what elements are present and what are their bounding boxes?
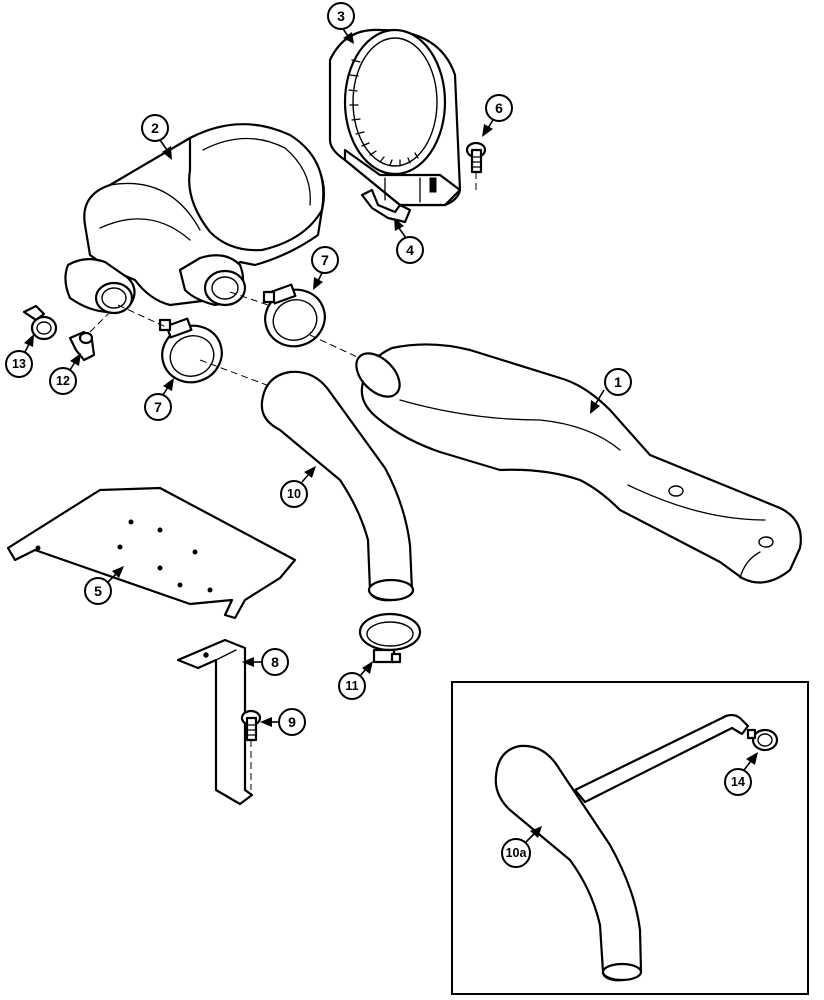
mounting-band-clamp <box>328 28 462 207</box>
callout-label: 7 <box>154 399 162 415</box>
elbow-fitting-12 <box>68 330 96 362</box>
callout-5: 5 <box>84 566 124 605</box>
callout-6: 6 <box>482 94 513 137</box>
callout-label: 10 <box>287 487 301 501</box>
intake-tube <box>355 343 802 584</box>
callout-label: 11 <box>345 679 358 693</box>
air-cleaner-housing <box>64 123 326 315</box>
inset-clamp-14 <box>746 728 779 752</box>
callout-2: 2 <box>141 114 172 160</box>
callout-1: 1 <box>590 368 632 414</box>
callout-14: 14 <box>724 752 758 796</box>
bolt-6 <box>465 141 487 192</box>
elbow-hose-10 <box>260 370 415 602</box>
callout-label: 1 <box>614 374 622 390</box>
callout-8: 8 <box>242 648 289 676</box>
callout-3: 3 <box>327 2 355 44</box>
callout-label: 7 <box>321 252 329 268</box>
hose-clamp-7-left <box>158 317 223 384</box>
callout-10: 10 <box>280 466 316 508</box>
callout-10a: 10a <box>501 826 542 868</box>
retaining-clip <box>360 188 412 224</box>
hose-clamp-11 <box>358 612 422 664</box>
hose-clamp-7-right <box>262 283 326 348</box>
callout-11: 11 <box>338 661 373 700</box>
inset-detail-frame <box>451 681 809 995</box>
support-bracket <box>176 638 254 806</box>
callout-label: 8 <box>271 654 279 670</box>
callout-label: 3 <box>337 8 345 24</box>
callout-9: 9 <box>260 708 306 736</box>
callout-label: 14 <box>731 775 745 789</box>
cap-fitting-13 <box>22 304 58 341</box>
inset-hose-10a <box>494 713 750 982</box>
callout-label: 4 <box>406 242 414 258</box>
callout-12: 12 <box>49 353 81 395</box>
callout-7-lower: 7 <box>144 378 174 421</box>
callout-13: 13 <box>5 334 34 378</box>
bolt-9 <box>240 709 262 790</box>
callout-label: 2 <box>151 120 159 136</box>
callout-label: 9 <box>288 714 296 730</box>
callout-4: 4 <box>394 218 424 264</box>
callout-label: 6 <box>495 100 503 116</box>
callout-7-upper: 7 <box>311 246 339 290</box>
callout-label: 10a <box>506 846 528 860</box>
callout-label: 12 <box>56 374 70 388</box>
mounting-plate <box>6 486 297 620</box>
callout-label: 13 <box>12 357 26 371</box>
callout-label: 5 <box>94 583 102 599</box>
